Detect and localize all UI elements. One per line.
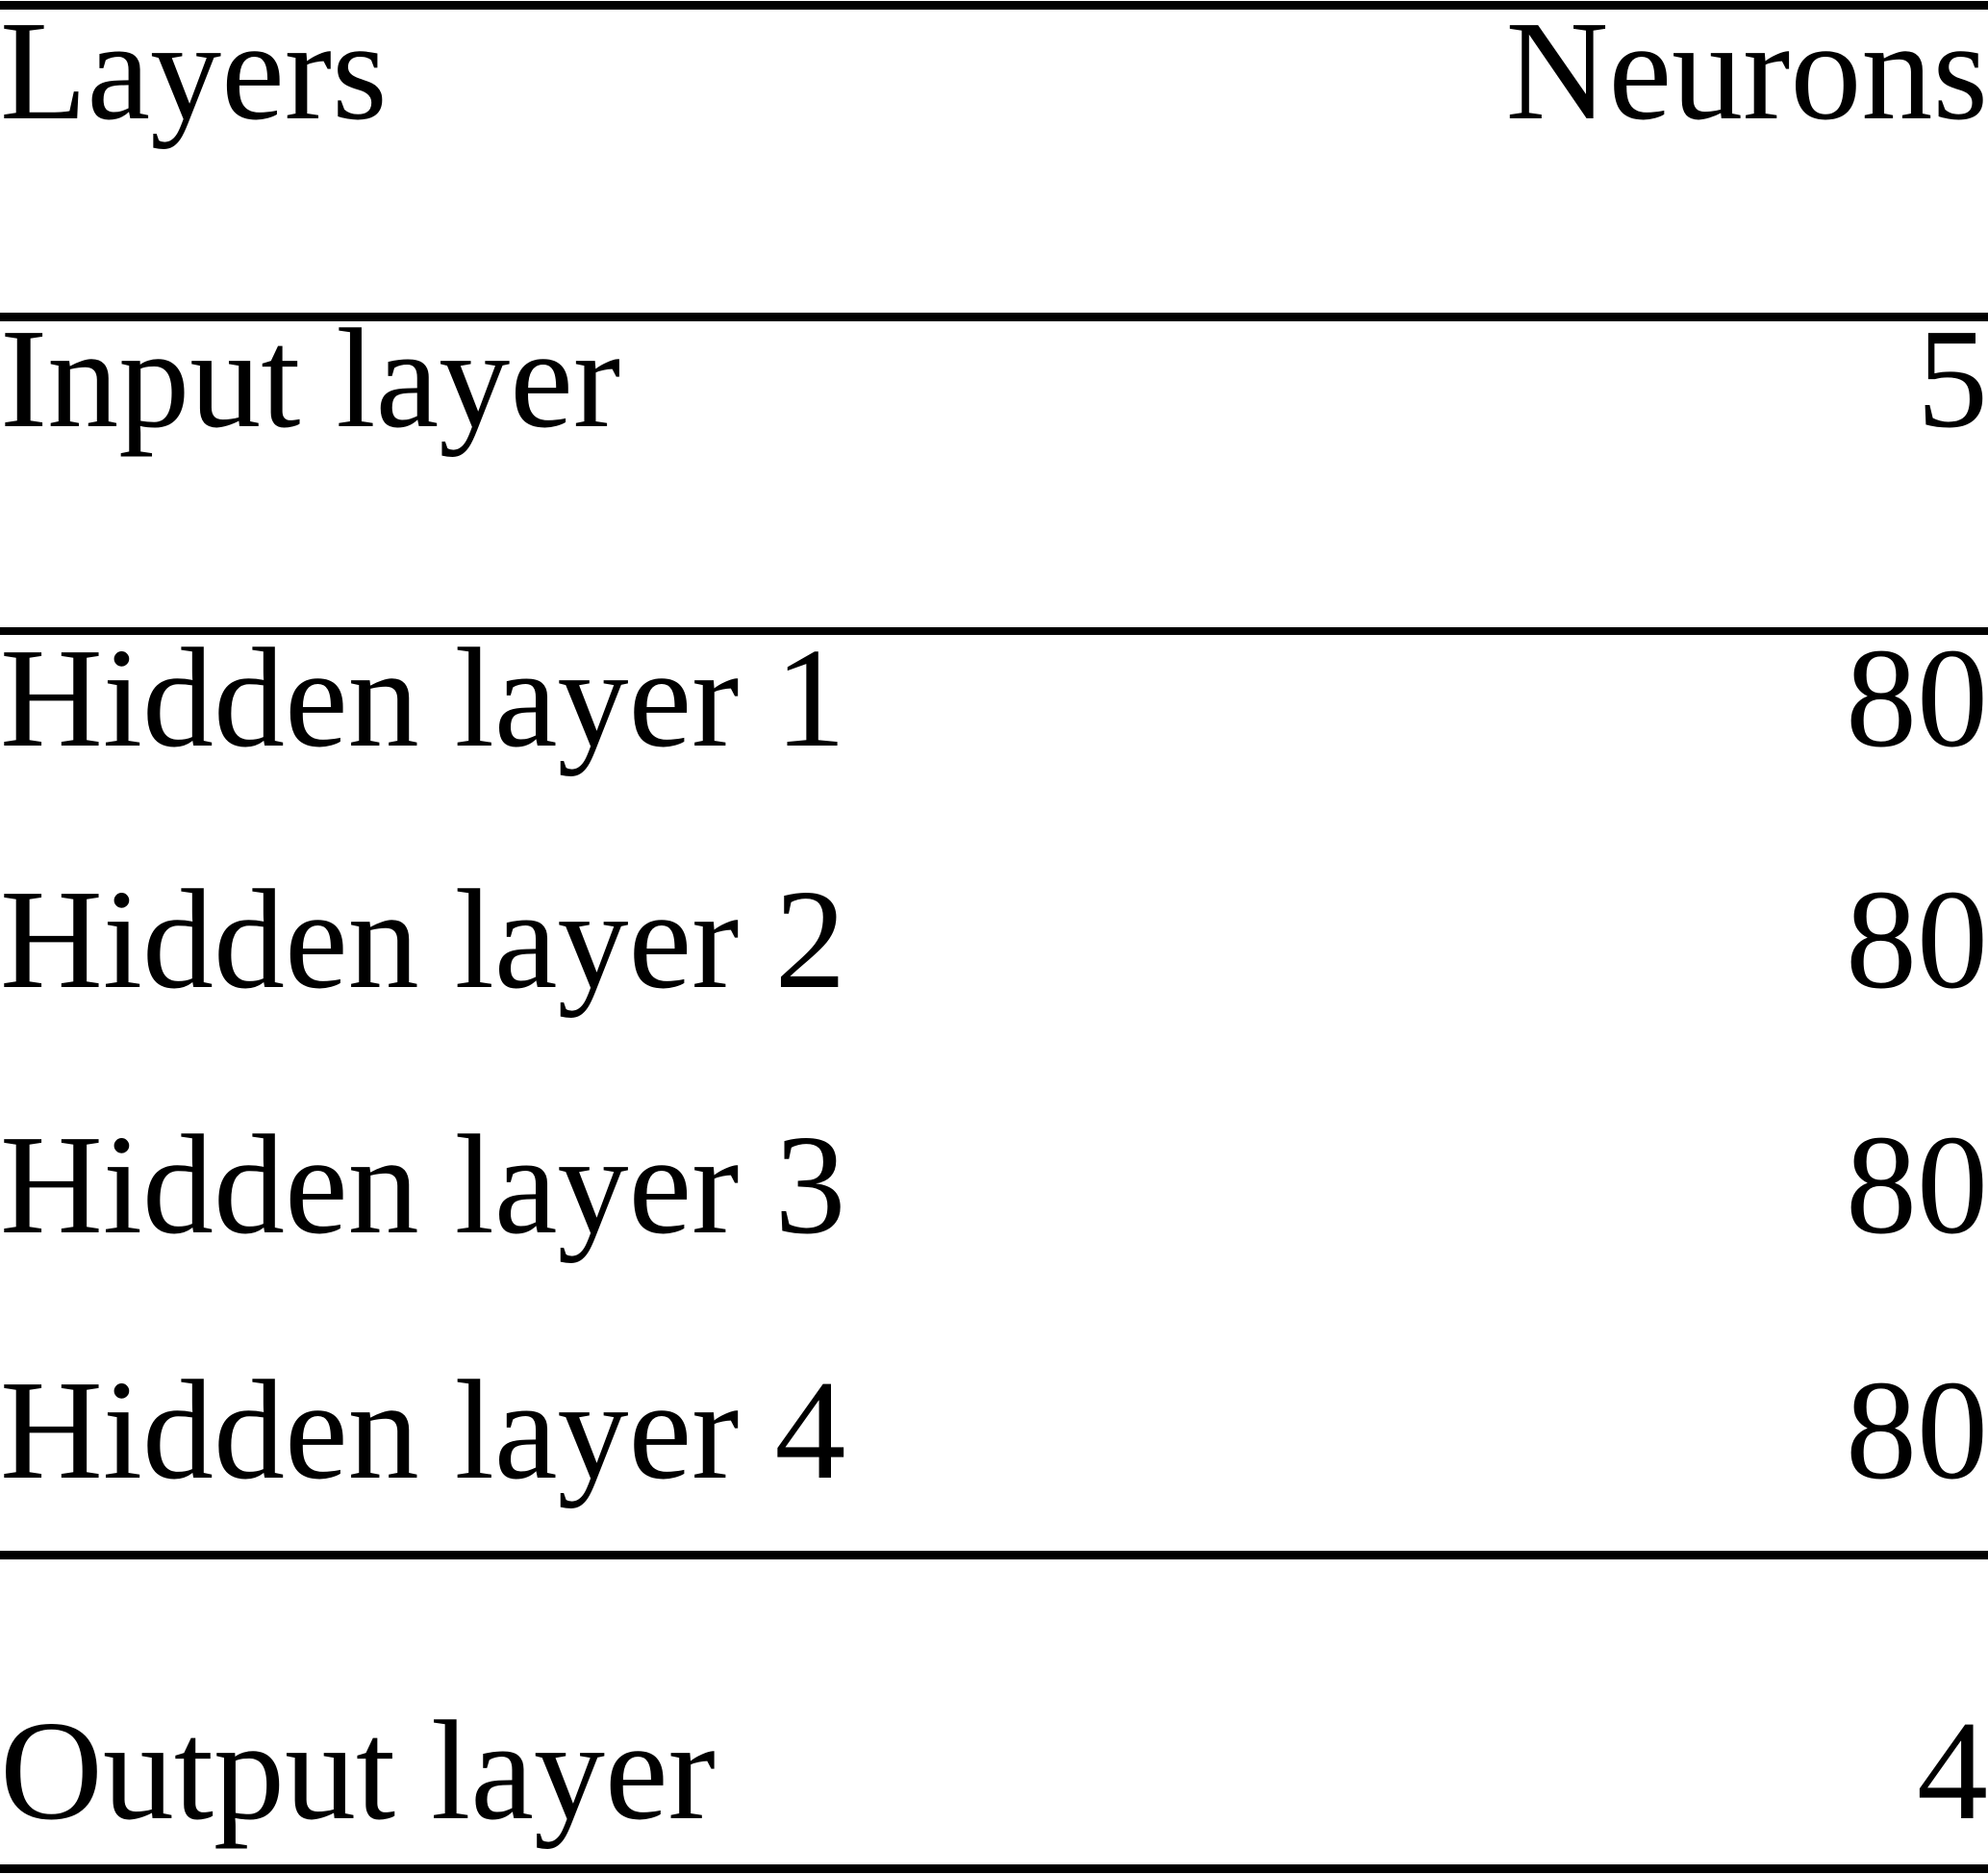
cell-neuron-count: 80	[1846, 1352, 1988, 1509]
cell-layer-name: Output layer	[0, 1692, 716, 1850]
table-row-hidden-layer-3: Hidden layer 3 80	[0, 1042, 1988, 1287]
table-row-input-layer: Input layer 5	[0, 142, 1988, 519]
table-row-hidden-layer-2: Hidden layer 2 80	[0, 797, 1988, 1042]
table-row-hidden-layer-1: Hidden layer 1 80	[0, 519, 1988, 797]
table-body: Input layer 5 Hidden layer 1 80 Hidden l…	[0, 142, 1988, 1874]
cell-neuron-count: 80	[1846, 620, 1988, 777]
table-top-rule	[0, 1, 1988, 10]
column-header-layers: Layers	[0, 0, 388, 150]
cell-neuron-count: 4	[1917, 1692, 1988, 1850]
column-header-neurons: Neurons	[1505, 0, 1988, 150]
cell-layer-name: Hidden layer 3	[0, 1106, 846, 1264]
table-row-hidden-layer-4: Hidden layer 4 80	[0, 1287, 1988, 1532]
cell-layer-name: Input layer	[0, 300, 621, 458]
cell-layer-name: Hidden layer 1	[0, 620, 846, 777]
table-header-row: Layers Neurons	[0, 0, 1988, 142]
table-header-rule	[0, 313, 1988, 321]
cell-layer-name: Hidden layer 2	[0, 861, 846, 1019]
cell-layer-name: Hidden layer 4	[0, 1352, 846, 1509]
cell-neuron-count: 80	[1846, 1106, 1988, 1264]
table-bottom-rule	[0, 1864, 1988, 1873]
cell-neuron-count: 80	[1846, 861, 1988, 1019]
table-input-rule	[0, 627, 1988, 635]
table-row-output-layer: Output layer 4	[0, 1532, 1988, 1874]
table-hidden-rule	[0, 1551, 1988, 1559]
cell-neuron-count: 5	[1917, 300, 1988, 458]
table-head: Layers Neurons	[0, 0, 1988, 142]
